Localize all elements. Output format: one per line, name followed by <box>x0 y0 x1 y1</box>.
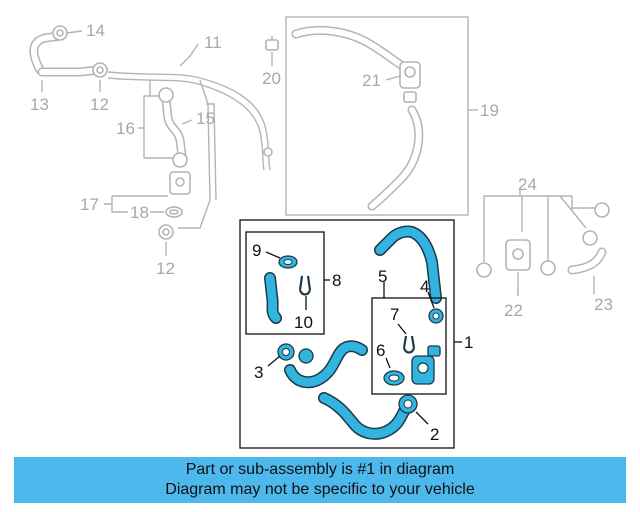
callout-17: 17 <box>80 195 99 214</box>
callout-19: 19 <box>480 101 499 120</box>
callout-16: 16 <box>116 119 135 138</box>
bracket-16 <box>143 95 174 159</box>
callout-21: 21 <box>362 71 381 90</box>
callout-1: 1 <box>464 333 473 352</box>
callout-24: 24 <box>518 175 537 194</box>
clamp-12-top <box>92 62 108 78</box>
clamp-14 <box>52 25 68 41</box>
housing-17 <box>169 171 191 195</box>
clamp-12-bottom <box>158 224 174 240</box>
callout-20: 20 <box>262 69 281 88</box>
clamp-24-b <box>582 230 598 246</box>
box-1 <box>239 219 455 449</box>
callouts: 1 2 3 4 5 6 7 8 9 10 11 12 12 13 14 15 1… <box>30 21 613 444</box>
callout-12-top: 12 <box>90 95 109 114</box>
callout-10: 10 <box>294 313 313 332</box>
clamp-16-top <box>158 87 174 103</box>
box-19 <box>285 16 469 216</box>
callout-14: 14 <box>86 21 105 40</box>
valve-22 <box>476 239 556 278</box>
box-8 <box>245 231 325 335</box>
pipe-11-branch <box>149 79 211 229</box>
callout-11: 11 <box>204 33 222 52</box>
info-banner: Part or sub-assembly is #1 in diagram Di… <box>14 457 626 503</box>
callout-13: 13 <box>30 95 49 114</box>
ghost-parts <box>29 16 610 296</box>
callout-23: 23 <box>594 295 613 314</box>
callout-9: 9 <box>252 241 261 260</box>
callout-7: 7 <box>390 305 399 324</box>
assembly-1 <box>239 219 462 449</box>
callout-4: 4 <box>420 277 429 296</box>
parts-diagram: 1 2 3 4 5 6 7 8 9 10 11 12 12 13 14 15 1… <box>29 16 613 449</box>
callout-5: 5 <box>378 267 387 286</box>
banner-line-2: Diagram may not be specific to your vehi… <box>165 481 475 498</box>
callout-8: 8 <box>332 271 341 290</box>
bracket-24 <box>483 188 600 262</box>
clamp-3 <box>277 343 314 364</box>
clamp-24-a <box>594 202 610 218</box>
valve-5 <box>411 345 441 385</box>
callout-18: 18 <box>130 203 149 222</box>
callout-22: 22 <box>504 301 523 320</box>
clamp-4 <box>428 308 444 324</box>
callout-12-bottom: 12 <box>156 259 175 278</box>
valve-21 <box>399 61 421 103</box>
clip-7 <box>402 335 416 354</box>
banner-line-1: Part or sub-assembly is #1 in diagram <box>185 461 455 478</box>
clamp-16-bottom <box>172 152 188 168</box>
bracket-17-18 <box>104 195 168 213</box>
clip-10 <box>298 275 312 296</box>
box-5 <box>371 297 447 395</box>
clamp-20 <box>265 36 279 51</box>
callout-15: 15 <box>196 109 215 128</box>
callout-2: 2 <box>430 425 439 444</box>
callout-3: 3 <box>254 363 263 382</box>
clamp-2 <box>398 394 418 414</box>
callout-6: 6 <box>376 341 385 360</box>
